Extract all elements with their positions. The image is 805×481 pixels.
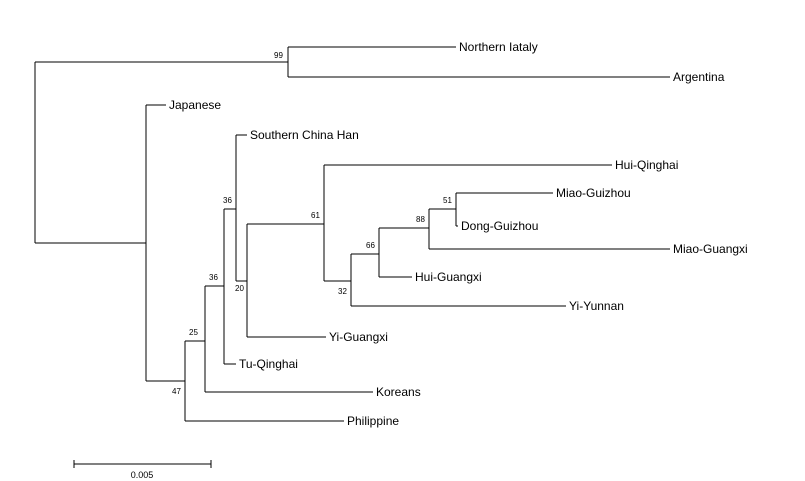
bootstrap-61: 61 [311, 211, 320, 220]
bootstrap-36-lower: 36 [209, 273, 218, 282]
taxon-dong-guizhou: Dong-Guizhou [461, 219, 538, 233]
scale-bar-label: 0.005 [131, 470, 154, 480]
taxon-koreans: Koreans [376, 385, 421, 399]
taxon-miao-guizhou: Miao-Guizhou [556, 186, 631, 200]
bootstrap-66: 66 [366, 241, 375, 250]
bootstrap-88: 88 [416, 215, 425, 224]
taxon-yi-guangxi: Yi-Guangxi [329, 330, 388, 344]
taxon-japanese: Japanese [169, 98, 221, 112]
taxon-argentina: Argentina [673, 70, 725, 84]
taxon-yi-yunnan: Yi-Yunnan [569, 299, 624, 313]
taxon-southern-china-han: Southern China Han [250, 128, 359, 142]
bootstrap-32: 32 [338, 287, 347, 296]
taxon-hui-guangxi: Hui-Guangxi [415, 270, 482, 284]
taxon-tu-qinghai: Tu-Qinghai [239, 357, 298, 371]
bootstrap-51: 51 [443, 196, 452, 205]
bootstrap-47: 47 [172, 387, 181, 396]
bootstrap-36-upper: 36 [223, 196, 232, 205]
taxon-philippine: Philippine [347, 414, 399, 428]
bootstrap-20: 20 [235, 284, 244, 293]
bootstrap-99: 99 [274, 51, 283, 60]
taxon-miao-guangxi: Miao-Guangxi [673, 242, 748, 256]
bootstrap-25: 25 [189, 328, 198, 337]
taxon-hui-qinghai: Hui-Qinghai [615, 158, 678, 172]
taxon-northern-italy: Northern Iataly [459, 40, 538, 54]
